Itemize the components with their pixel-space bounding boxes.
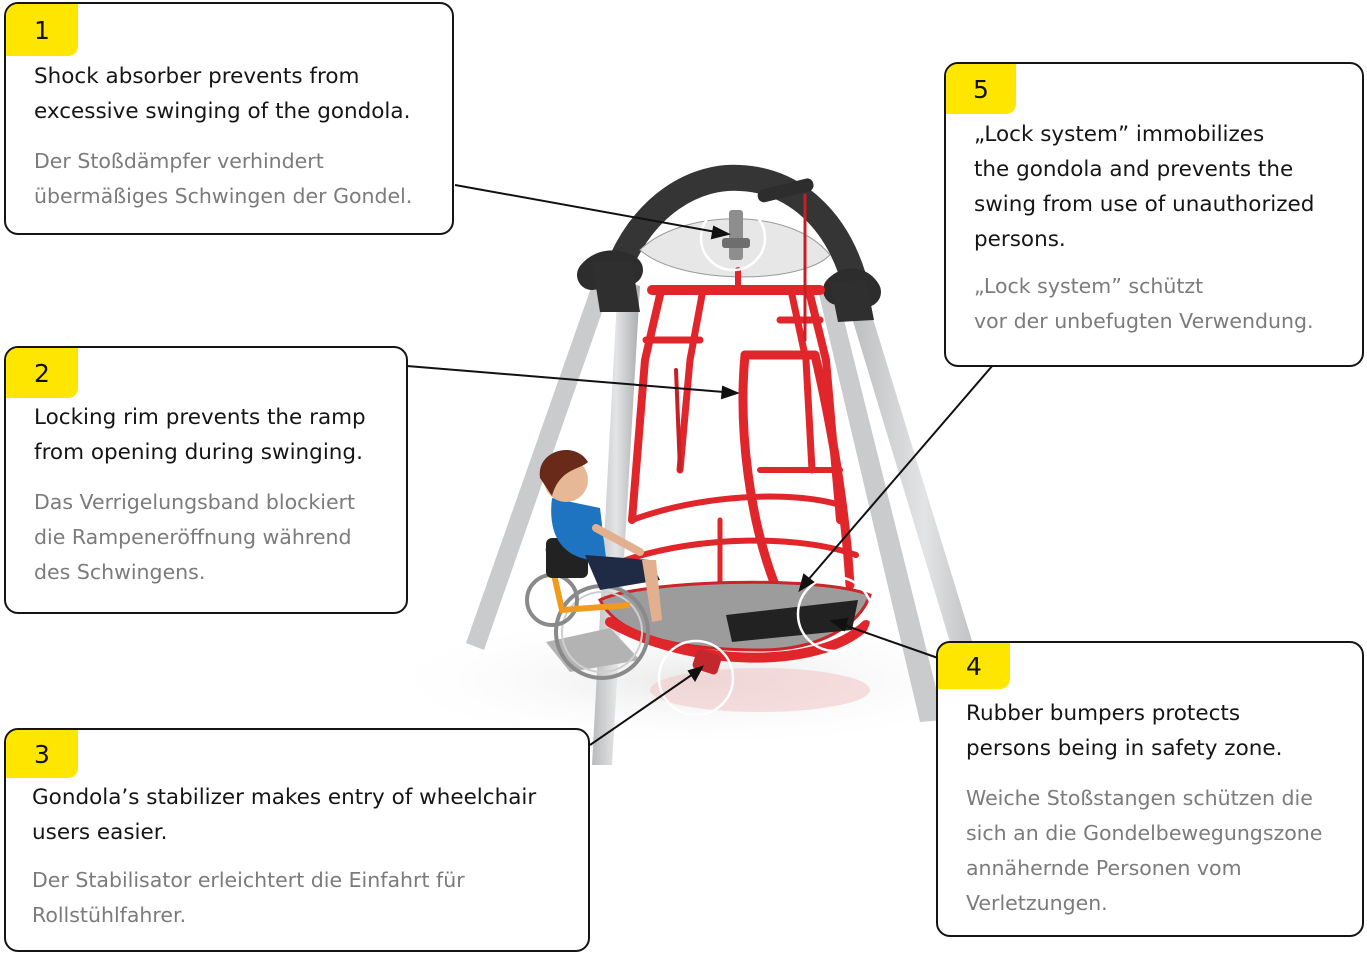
callout-german-text: Das Verrigelungsband blockiert die Rampe…: [34, 490, 356, 584]
child-in-wheelchair: [525, 450, 662, 680]
callout-german-text: „Lock system” schützt vor der unbefugten…: [974, 274, 1314, 333]
back-posts: [466, 268, 944, 722]
gondola-frame: [623, 193, 859, 603]
callout-4: 4 Rubber bumpers protects persons being …: [936, 641, 1364, 937]
leader-arrow-3: [687, 665, 705, 682]
leader-line-2: [406, 365, 725, 393]
highlight-circles: [657, 204, 874, 717]
callout-2: 2 Locking rim prevents the ramp from ope…: [4, 346, 408, 614]
callout-english-text: Locking rim prevents the ramp from openi…: [34, 405, 366, 465]
callout-5: 5 „Lock system” immobilizes the gondola …: [944, 62, 1364, 367]
callout-number-badge: 4: [938, 643, 1010, 689]
callout-1: 1 Shock absorber prevents from excessive…: [4, 2, 454, 235]
callout-english-text: Gondola’s stabilizer makes entry of whee…: [32, 785, 537, 845]
leader-arrow-5: [798, 573, 815, 593]
callout-german-text: Der Stabilisator erleichtert die Einfahr…: [32, 868, 465, 927]
callout-german-text: Der Stoßdämpfer verhindert übermäßiges S…: [34, 149, 413, 208]
callout-english-text: Rubber bumpers protects persons being in…: [966, 701, 1283, 761]
leader-arrow-4: [829, 617, 849, 632]
callout-number-badge: 3: [6, 730, 78, 778]
callout-german-text: Weiche Stoßstangen schützen die sich an …: [966, 786, 1323, 915]
leader-line-5: [807, 364, 994, 581]
leader-arrow-1: [710, 225, 731, 240]
callout-number-badge: 5: [946, 64, 1016, 114]
callout-number-badge: 2: [6, 348, 78, 398]
shock-absorber: [722, 210, 750, 260]
leader-line-4: [843, 624, 939, 659]
callout-3: 3 Gondola’s stabilizer makes entry of wh…: [4, 728, 590, 952]
leader-line-1: [454, 184, 717, 233]
leader-arrow-2: [720, 385, 740, 400]
leader-lines: [406, 184, 994, 746]
ground-shadow: [370, 610, 1030, 750]
callout-english-text: Shock absorber prevents from excessive s…: [34, 64, 411, 124]
callout-english-text: „Lock system” immobilizes the gondola an…: [974, 122, 1315, 252]
callout-number-badge: 1: [6, 4, 78, 56]
leader-line-3: [589, 673, 694, 746]
